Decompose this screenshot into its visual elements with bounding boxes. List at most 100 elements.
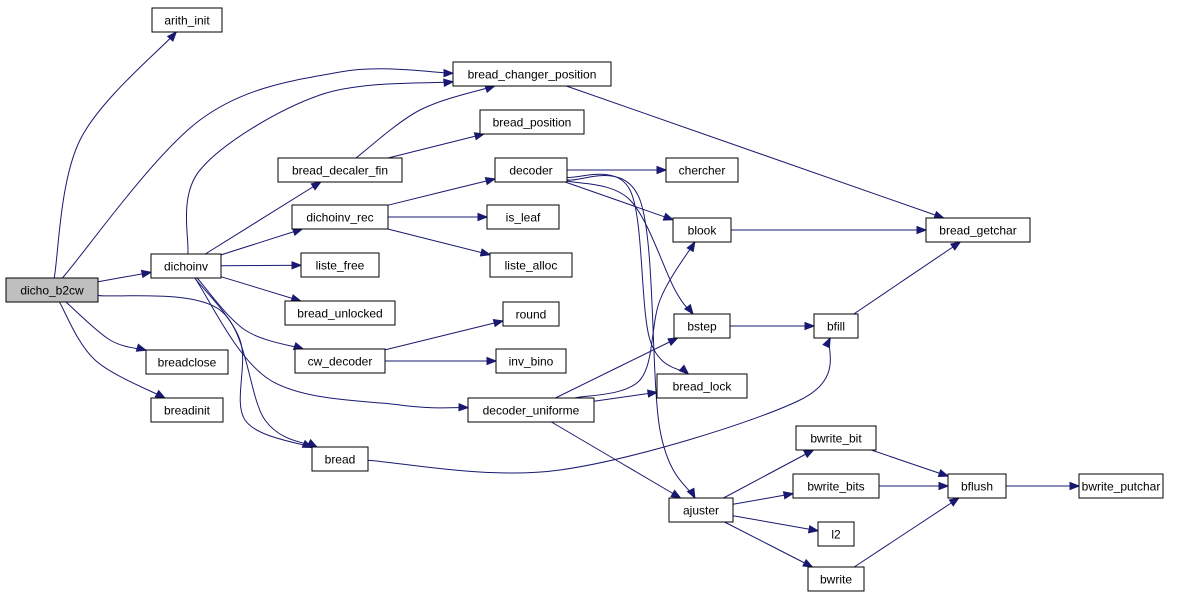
node-chercher[interactable]: chercher (665, 157, 739, 183)
node-dicho-b2cw[interactable]: dicho_b2cw (5, 277, 99, 303)
node-bwrite-bits[interactable]: bwrite_bits (792, 473, 880, 499)
node-label-bstep: bstep (687, 320, 717, 334)
node-l2[interactable]: l2 (817, 521, 855, 547)
arrowhead-cw-decoder-to-inv-bino (486, 356, 498, 366)
node-box-cw-decoder[interactable] (294, 348, 386, 374)
node-label-bread-getchar: bread_getchar (939, 224, 1016, 238)
node-bread-lock[interactable]: bread_lock (656, 373, 748, 399)
node-bwrite[interactable]: bwrite (807, 566, 865, 592)
node-liste-alloc[interactable]: liste_alloc (489, 252, 573, 278)
arrowhead-bflush-to-bwrite-putchar (1069, 481, 1081, 491)
node-box-bread-lock[interactable] (656, 373, 748, 399)
node-box-is-leaf[interactable] (486, 204, 560, 230)
node-bread-getchar[interactable]: bread_getchar (925, 217, 1031, 243)
node-box-blook[interactable] (672, 217, 732, 243)
node-bread-position[interactable]: bread_position (479, 109, 585, 135)
node-box-bfill[interactable] (813, 313, 859, 339)
node-bstep[interactable]: bstep (673, 313, 731, 339)
node-label-blook: blook (688, 224, 718, 238)
node-box-arith-init[interactable] (151, 7, 223, 33)
node-blook[interactable]: blook (672, 217, 732, 243)
node-box-chercher[interactable] (665, 157, 739, 183)
node-box-bflush[interactable] (947, 473, 1007, 499)
node-box-bstep[interactable] (673, 313, 731, 339)
edge-dichoinv-to-decoder-uniforme (194, 277, 469, 409)
arrowhead-dichoinv-to-liste-free (291, 261, 303, 270)
edge-bwrite-bit-to-bflush (871, 449, 949, 477)
node-box-inv-bino[interactable] (495, 348, 567, 374)
node-box-bread-decaler-fin[interactable] (277, 157, 403, 183)
node-box-dichoinv-rec[interactable] (291, 204, 389, 230)
node-bfill[interactable]: bfill (813, 313, 859, 339)
node-cw-decoder[interactable]: cw_decoder (294, 348, 386, 374)
node-box-breadclose[interactable] (145, 349, 229, 375)
node-inv-bino[interactable]: inv_bino (495, 348, 567, 374)
node-label-breadclose: breadclose (158, 356, 217, 370)
node-box-round[interactable] (502, 301, 560, 327)
node-box-decoder-uniforme[interactable] (467, 397, 595, 423)
edge-dichoinv-to-bread-decaler-fin (205, 181, 322, 255)
edge-bwrite-to-bflush (853, 497, 960, 568)
node-box-ajuster[interactable] (668, 497, 734, 523)
node-decoder[interactable]: decoder (494, 157, 568, 183)
node-bread[interactable]: bread (311, 446, 369, 472)
node-liste-free[interactable]: liste_free (300, 252, 380, 278)
node-is-leaf[interactable]: is_leaf (486, 204, 560, 230)
node-label-cw-decoder: cw_decoder (308, 355, 373, 369)
node-breadinit[interactable]: breadinit (150, 397, 224, 423)
node-dichoinv-rec[interactable]: dichoinv_rec (291, 204, 389, 230)
node-label-bwrite-bits: bwrite_bits (807, 480, 864, 494)
node-ajuster[interactable]: ajuster (668, 497, 734, 523)
node-label-is-leaf: is_leaf (506, 211, 541, 225)
node-box-liste-free[interactable] (300, 252, 380, 278)
node-label-bread-lock: bread_lock (673, 380, 733, 394)
node-bwrite-bit[interactable]: bwrite_bit (795, 425, 877, 451)
node-bread-changer-position[interactable]: bread_changer_position (452, 61, 612, 87)
node-box-decoder[interactable] (494, 157, 568, 183)
arrowhead-decoder-uniforme-to-bstep (667, 337, 679, 346)
arrowhead-ajuster-to-bwrite-bits (782, 491, 795, 500)
node-label-dichoinv: dichoinv (164, 260, 208, 274)
node-box-bread-changer-position[interactable] (452, 61, 612, 87)
node-label-round: round (516, 308, 547, 322)
edge-dichoinv-to-bread-changer-position (185, 81, 454, 255)
node-label-dichoinv-rec: dichoinv_rec (306, 211, 373, 225)
arrowhead-decoder-to-blook (662, 212, 675, 221)
node-arith-init[interactable]: arith_init (151, 7, 223, 33)
arrowhead-decoder-uniforme-to-blook (686, 240, 696, 253)
edge-ajuster-to-l2 (732, 515, 819, 532)
node-decoder-uniforme[interactable]: decoder_uniforme (467, 397, 595, 423)
node-dichoinv[interactable]: dichoinv (150, 253, 222, 279)
node-box-dicho-b2cw[interactable] (5, 277, 99, 303)
node-label-bread-position: bread_position (493, 116, 572, 130)
node-breadclose[interactable]: breadclose (145, 349, 229, 375)
node-box-bwrite-bits[interactable] (792, 473, 880, 499)
arrowhead-decoder-uniforme-to-bread-lock (646, 389, 659, 398)
node-bflush[interactable]: bflush (947, 473, 1007, 499)
node-label-bwrite-putchar: bwrite_putchar (1082, 480, 1161, 494)
arrowhead-dicho-b2cw-to-breadclose (135, 343, 148, 352)
node-bread-unlocked[interactable]: bread_unlocked (284, 300, 396, 326)
node-round[interactable]: round (502, 301, 560, 327)
node-box-breadinit[interactable] (150, 397, 224, 423)
node-box-bread[interactable] (311, 446, 369, 472)
node-box-bwrite-bit[interactable] (795, 425, 877, 451)
arrowhead-dicho-b2cw-to-bread-changer-position (443, 68, 455, 78)
node-box-l2[interactable] (817, 521, 855, 547)
node-label-l2: l2 (831, 528, 841, 542)
edge-decoder-uniforme-to-blook (574, 241, 696, 399)
arrowhead-bread-changer-position-to-bread-getchar (933, 210, 945, 219)
node-box-liste-alloc[interactable] (489, 252, 573, 278)
node-label-bwrite-bit: bwrite_bit (810, 432, 862, 446)
node-bwrite-putchar[interactable]: bwrite_putchar (1078, 473, 1164, 499)
node-box-dichoinv[interactable] (150, 253, 222, 279)
node-box-bwrite-putchar[interactable] (1078, 473, 1164, 499)
node-bread-decaler-fin[interactable]: bread_decaler_fin (277, 157, 403, 183)
node-box-bread-unlocked[interactable] (284, 300, 396, 326)
node-box-bread-position[interactable] (479, 109, 585, 135)
arrowhead-bwrite-to-bflush (948, 497, 960, 507)
edge-dichoinv-to-cw-decoder (196, 277, 304, 350)
node-box-bread-getchar[interactable] (925, 217, 1031, 243)
node-box-bwrite[interactable] (807, 566, 865, 592)
arrowhead-dichoinv-to-bread (301, 439, 314, 449)
